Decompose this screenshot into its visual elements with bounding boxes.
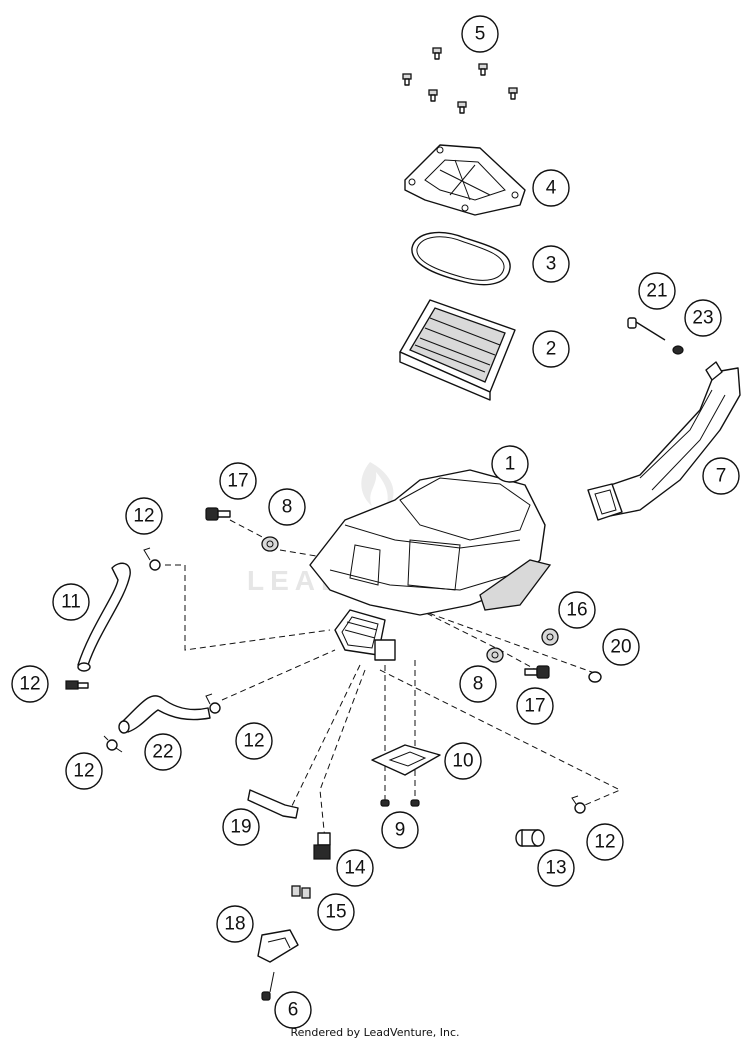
- svg-text:15: 15: [325, 902, 346, 923]
- svg-text:7: 7: [716, 466, 727, 487]
- callout-4: 4: [532, 169, 570, 207]
- callout-12-left: 12: [11, 665, 49, 703]
- callout-19: 19: [222, 808, 260, 846]
- grommet-part-8-upper: [261, 536, 279, 552]
- svg-text:1: 1: [505, 454, 516, 475]
- svg-text:20: 20: [610, 637, 631, 658]
- svg-text:17: 17: [524, 696, 545, 717]
- clamp-part-12-a: [143, 547, 161, 571]
- holder-part-18: [257, 929, 299, 963]
- svg-text:10: 10: [452, 751, 473, 772]
- svg-text:12: 12: [133, 506, 154, 527]
- svg-text:5: 5: [475, 24, 486, 45]
- washer-part-20: [588, 671, 602, 683]
- svg-text:13: 13: [545, 858, 566, 879]
- clips-part-15: [291, 885, 311, 899]
- svg-text:9: 9: [395, 820, 406, 841]
- callout-12-lower-left: 12: [65, 752, 103, 790]
- callout-6: 6: [274, 991, 312, 1029]
- callout-3: 3: [532, 245, 570, 283]
- callout-5: 5: [461, 15, 499, 53]
- svg-text:12: 12: [73, 761, 94, 782]
- callout-2: 2: [532, 330, 570, 368]
- callout-20: 20: [602, 628, 640, 666]
- intake-duct-part-7: [587, 361, 741, 521]
- svg-text:12: 12: [243, 731, 264, 752]
- plug-part-13: [515, 829, 545, 847]
- svg-text:22: 22: [152, 742, 173, 763]
- callout-17-upper: 17: [219, 462, 257, 500]
- callout-18: 18: [216, 905, 254, 943]
- callout-11: 11: [52, 583, 90, 621]
- callout-21: 21: [638, 272, 676, 310]
- grommet-part-8-lower: [486, 647, 504, 663]
- leader-lines: [165, 519, 622, 841]
- svg-text:2: 2: [546, 339, 557, 360]
- callout-8-lower: 8: [459, 665, 497, 703]
- svg-text:3: 3: [546, 254, 557, 275]
- callout-13: 13: [537, 849, 575, 887]
- svg-text:4: 4: [546, 178, 557, 199]
- svg-text:21: 21: [646, 281, 667, 302]
- render-credit: Rendered by LeadVenture, Inc.: [290, 1026, 460, 1039]
- callout-23: 23: [684, 299, 722, 337]
- callout-12-upper: 12: [125, 497, 163, 535]
- clamp-part-12-c: [205, 693, 221, 714]
- screws-part-9: [380, 799, 420, 807]
- washer-part-23: [672, 345, 684, 355]
- callout-7: 7: [702, 457, 740, 495]
- callout-9: 9: [381, 811, 419, 849]
- sensor-part-19: [247, 789, 299, 819]
- bolts-part-5: [402, 47, 518, 114]
- svg-text:18: 18: [224, 914, 245, 935]
- filter-cover-part-4: [404, 144, 526, 216]
- callout-22: 22: [144, 733, 182, 771]
- clamp-part-12-e: [571, 795, 586, 814]
- clamp-part-12-d: [103, 735, 123, 753]
- screw-part-21: [627, 317, 666, 341]
- svg-text:14: 14: [344, 858, 366, 879]
- bushing-part-16: [541, 628, 559, 646]
- svg-text:8: 8: [473, 674, 484, 695]
- callout-15: 15: [317, 893, 355, 931]
- svg-text:8: 8: [282, 497, 293, 518]
- svg-text:12: 12: [19, 674, 40, 695]
- screw-part-17-lower: [524, 665, 550, 679]
- clamp-part-12-b: [65, 680, 89, 690]
- hose-part-11: [77, 562, 131, 672]
- bracket-part-10: [371, 744, 441, 776]
- svg-text:16: 16: [566, 600, 587, 621]
- callout-8-upper: 8: [268, 488, 306, 526]
- air-filter-part-2: [399, 299, 516, 401]
- callout-12-right: 12: [586, 823, 624, 861]
- callout-1: 1: [491, 445, 529, 483]
- airbox-part-1: [309, 469, 552, 661]
- callout-16: 16: [558, 591, 596, 629]
- callout-17-lower: 17: [516, 687, 554, 725]
- svg-text:17: 17: [227, 471, 248, 492]
- callout-10: 10: [444, 742, 482, 780]
- svg-text:23: 23: [692, 308, 713, 329]
- screw-part-6: [261, 971, 275, 1001]
- callout-12-middle: 12: [235, 722, 273, 760]
- gasket-part-3: [411, 231, 511, 286]
- svg-text:19: 19: [230, 817, 251, 838]
- screw-part-17-upper: [205, 507, 231, 521]
- svg-text:6: 6: [288, 1000, 299, 1021]
- callout-14: 14: [336, 849, 374, 887]
- svg-text:11: 11: [61, 592, 81, 613]
- sensor-part-14: [313, 832, 331, 860]
- svg-text:12: 12: [594, 832, 615, 853]
- hose-part-22: [118, 695, 211, 734]
